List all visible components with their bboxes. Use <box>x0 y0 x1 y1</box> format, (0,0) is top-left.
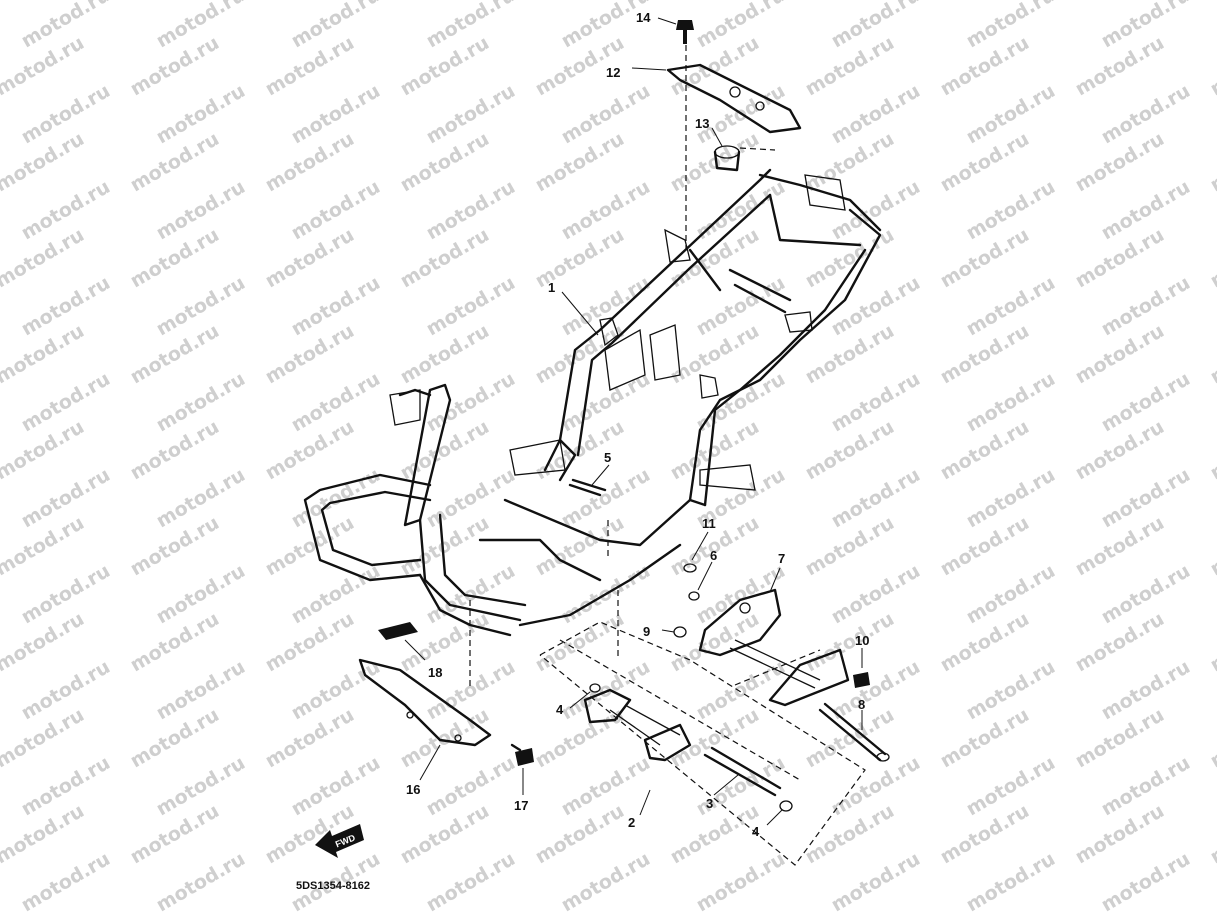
cover-18 <box>378 622 418 640</box>
watermark-text: motod.ru <box>1207 512 1217 580</box>
shaft-8 <box>818 702 890 762</box>
watermark-text: motod.ru <box>558 848 654 913</box>
watermark-text: motod.ru <box>828 848 924 913</box>
callout-3: 3 <box>706 796 713 811</box>
watermark-text: motod.ru <box>153 848 249 913</box>
washer-9 <box>673 626 687 638</box>
engine-mount-link-7 <box>698 588 782 657</box>
callout-5: 5 <box>604 450 611 465</box>
callout-8: 8 <box>858 697 865 712</box>
forward-arrow-icon: FWD <box>315 824 364 858</box>
callout-12: 12 <box>606 65 620 80</box>
callout-4-lower: 4 <box>752 824 760 839</box>
watermark-text: motod.ru <box>1098 848 1194 913</box>
washer-4-upper <box>589 683 601 693</box>
shaft-long <box>729 639 821 689</box>
watermark-text: motod.ru <box>693 848 789 913</box>
callout-18: 18 <box>428 665 442 680</box>
callout-1: 1 <box>548 280 555 295</box>
callout-13: 13 <box>695 116 709 131</box>
hardware-items <box>568 478 870 812</box>
watermark-text: motod.ru <box>1207 800 1217 868</box>
damper-13 <box>713 145 741 172</box>
callout-4-upper: 4 <box>556 702 564 717</box>
watermark-text: motod.ru <box>1207 416 1217 484</box>
watermark-text: motod.ru <box>18 848 114 913</box>
watermark-text: motod.ru <box>1207 704 1217 772</box>
washer-6 <box>688 591 700 601</box>
watermark-text: motod.ru <box>1207 320 1217 388</box>
drawing-code: 5DS1354-8162 <box>296 880 370 892</box>
callout-labels: 1 2 3 4 4 5 6 7 8 9 10 11 12 13 14 16 17… <box>406 10 869 839</box>
callout-17: 17 <box>514 798 528 813</box>
main-frame <box>303 168 882 637</box>
bolt-17 <box>510 743 534 766</box>
bracket-right <box>768 648 850 707</box>
callout-10: 10 <box>855 633 869 648</box>
callout-11: 11 <box>702 516 716 531</box>
callout-7: 7 <box>778 551 785 566</box>
watermark-text: motod.ru <box>1207 32 1217 100</box>
callout-2: 2 <box>628 815 635 830</box>
watermark-text: motod.ru <box>1207 224 1217 292</box>
bolt-14 <box>676 20 694 44</box>
bracket-lower-2 <box>583 688 692 762</box>
watermark-text: motod.ru <box>1207 128 1217 196</box>
callout-16: 16 <box>406 782 420 797</box>
washer-4-lower <box>779 800 793 812</box>
callout-9: 9 <box>643 624 650 639</box>
watermark-text: motod.ru <box>1207 0 1217 4</box>
nut-10 <box>853 672 870 688</box>
bolt-5 <box>568 483 602 497</box>
top-bracket <box>666 63 802 134</box>
shaft-3 <box>703 746 782 797</box>
watermark-text: motod.ru <box>963 848 1059 913</box>
guard-plate-16 <box>358 658 492 747</box>
nut-11 <box>683 563 697 573</box>
callout-14: 14 <box>636 10 651 25</box>
leader-lines <box>404 17 863 826</box>
watermark-text: motod.ru <box>1207 608 1217 676</box>
callout-6: 6 <box>710 548 717 563</box>
assembly-guides <box>469 45 866 866</box>
watermark-text: motod.ru <box>423 848 519 913</box>
